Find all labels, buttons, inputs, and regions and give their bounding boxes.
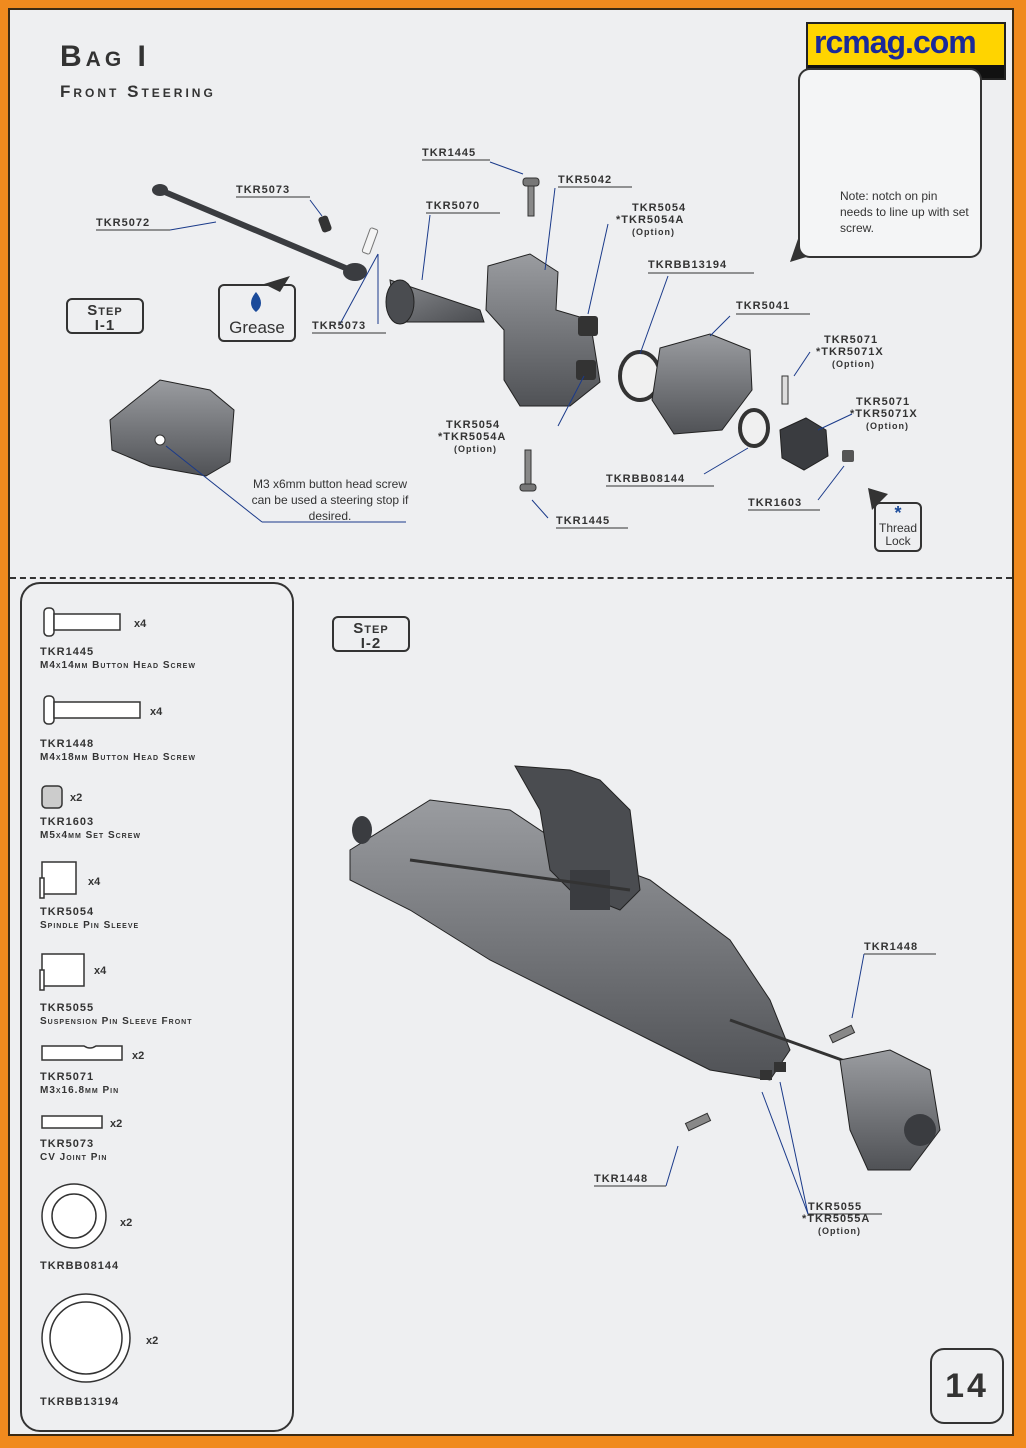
part-desc: M4x18mm Button Head Screw — [40, 752, 196, 763]
step-1-line1: Step — [87, 302, 123, 319]
part-qty: x4 — [150, 706, 163, 718]
steering-stop-block — [109, 379, 235, 477]
part-qty: x4 — [94, 965, 107, 977]
label-tkr5071-a: TKR5071 — [824, 334, 879, 346]
step-2-badge: Step I-2 — [332, 616, 410, 652]
label-tkr5071-b: TKR5071 — [856, 396, 911, 408]
threadlock-line2: Lock — [885, 534, 911, 548]
part-qty: x2 — [120, 1217, 133, 1229]
parts-icons — [39, 607, 141, 1383]
label-tkr5055a: *TKR5055A — [802, 1213, 871, 1225]
note-callout: Note: notch on pin needs to line up with… — [798, 68, 982, 258]
label-tkr5055: TKR5055 — [808, 1201, 863, 1213]
part-qty: x4 — [88, 876, 101, 888]
page-title: Bag I — [60, 40, 150, 73]
threadlock-badge: * Thread Lock — [874, 502, 922, 552]
part-desc: M3x16.8mm Pin — [40, 1085, 120, 1096]
part-qty: x2 — [146, 1335, 159, 1347]
label-tkr1445-bottom: TKR1445 — [556, 515, 611, 527]
front-assembly-illustration — [349, 765, 941, 1171]
part-code: TKR1445 — [40, 646, 95, 658]
label-tkr5041: TKR5041 — [736, 300, 791, 312]
page-number: 14 — [930, 1348, 1004, 1424]
label-option-2: (Option) — [832, 359, 875, 369]
part-qty: x2 — [70, 792, 83, 804]
label-tkrbb08144: TKRBB08144 — [606, 473, 686, 485]
threadlock-star-icon: * — [894, 503, 902, 523]
part-code: TKR1603 — [40, 816, 95, 828]
label-tkr5054-bottom: TKR5054 — [446, 419, 501, 431]
part-qty: x4 — [134, 618, 147, 630]
label-option-3: (Option) — [866, 421, 909, 431]
part-code: TKR5054 — [40, 906, 95, 918]
step-2-line1: Step — [353, 620, 389, 637]
label-tkr5071x-b: *TKR5071X — [850, 408, 918, 420]
grease-label: Grease — [229, 318, 285, 337]
step-2-line2: I-2 — [360, 635, 382, 652]
threadlock-line1: Thread — [878, 521, 918, 535]
label-tkr5042: TKR5042 — [558, 174, 613, 186]
part-qty: x2 — [110, 1118, 123, 1130]
steering-stop-note: M3 x6mm button head screw can be used a … — [251, 477, 409, 523]
wheel-hex — [779, 417, 829, 471]
part-desc: Suspension Pin Sleeve Front — [40, 1016, 193, 1027]
part-desc: CV Joint Pin — [40, 1152, 108, 1163]
leader-lines-step1 — [165, 161, 853, 523]
label-tkrbb13194: TKRBB13194 — [648, 259, 728, 271]
label-tkr5054a-bottom: *TKR5054A — [438, 431, 507, 443]
label-tkr1448-b: TKR1448 — [594, 1173, 649, 1185]
part-code: TKRBB13194 — [40, 1396, 120, 1408]
steering-block — [485, 253, 601, 407]
label-tkr5054a-top: *TKR5054A — [616, 214, 685, 226]
part-code: TKR5071 — [40, 1071, 95, 1083]
step-1-badge: Step I-1 — [66, 298, 144, 334]
label-tkr5073-bottom: TKR5073 — [312, 320, 367, 332]
label-option-4: (Option) — [454, 444, 497, 454]
bearing-small — [738, 408, 770, 448]
part-code: TKR5055 — [40, 1002, 95, 1014]
leader-lines-step2 — [665, 953, 865, 1215]
label-tkr5072: TKR5072 — [96, 217, 151, 229]
label-tkr5054-top: TKR5054 — [632, 202, 687, 214]
label-tkr1448-a: TKR1448 — [864, 941, 919, 953]
label-underlines — [96, 159, 936, 1215]
part-code: TKR5073 — [40, 1138, 95, 1150]
label-option-step2: (Option) — [818, 1226, 861, 1236]
note-text: Note: notch on pin needs to line up with… — [840, 189, 969, 235]
label-tkr1603: TKR1603 — [748, 497, 803, 509]
part-qty: x2 — [132, 1050, 145, 1062]
parts-list-panel — [20, 582, 294, 1432]
part-desc: M4x14mm Button Head Screw — [40, 660, 196, 671]
manual-page: Bag I Front Steering rcmag.com Le Web Ma… — [8, 8, 1014, 1436]
label-tkr1445-top: TKR1445 — [422, 147, 477, 159]
grease-badge: Grease — [218, 284, 296, 342]
label-tkr5070: TKR5070 — [426, 200, 481, 212]
label-option-1: (Option) — [632, 227, 675, 237]
assembly-illustrations — [39, 87, 941, 1383]
page-subtitle: Front Steering — [60, 82, 216, 101]
part-desc: M5x4mm Set Screw — [40, 830, 142, 841]
part-desc: Spindle Pin Sleeve — [40, 920, 140, 931]
dogbone-shaft — [157, 187, 358, 275]
grease-drop-icon — [251, 292, 261, 312]
label-tkr5071x-a: *TKR5071X — [816, 346, 884, 358]
step-1-line2: I-1 — [94, 317, 116, 334]
part-code: TKR1448 — [40, 738, 95, 750]
label-tkr5073-top: TKR5073 — [236, 184, 291, 196]
hub-carrier — [651, 333, 753, 435]
logo-text: rcmag.com — [814, 24, 977, 60]
part-code: TKRBB08144 — [40, 1260, 120, 1272]
section-divider — [10, 577, 1012, 579]
